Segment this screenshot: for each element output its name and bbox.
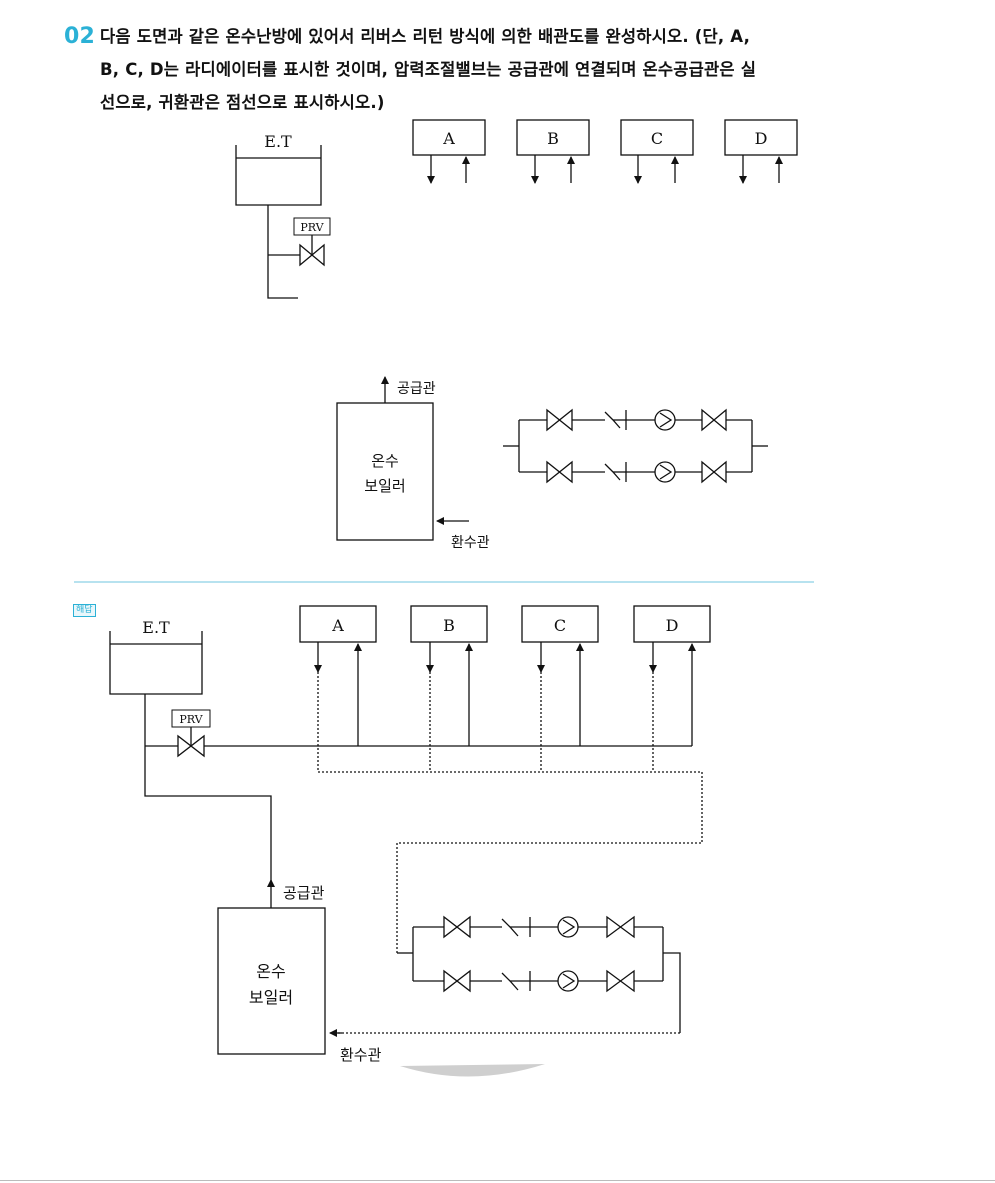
bottom-rule [0, 1180, 995, 1181]
answer-return-piping [317, 672, 703, 1034]
question-radiator-d: D [724, 119, 798, 184]
page-shadow [400, 1064, 545, 1077]
answer-radiator-d: D [633, 605, 711, 746]
answer-supply-riser [144, 694, 272, 882]
svg-text:보일러: 보일러 [249, 988, 293, 1007]
answer-expansion-tank: E.T [109, 618, 203, 695]
answer-prv-label: PRV [179, 713, 203, 726]
svg-text:온수: 온수 [371, 452, 399, 470]
question-line-3: 선으로, 귀환관은 점선으로 표시하시오.) [100, 93, 385, 112]
svg-text:C: C [651, 129, 663, 148]
question-boiler: 온수 보일러 공급관 환수관 [336, 376, 490, 551]
svg-text:B: B [547, 129, 559, 148]
answer-pump-assembly [397, 915, 681, 1033]
answer-prv-valve: PRV [171, 709, 211, 758]
svg-text:온수: 온수 [256, 962, 285, 981]
question-prv-label: PRV [300, 221, 324, 234]
answer-diagram: E.T PRV A B [109, 605, 711, 1064]
answer-et-label: E.T [142, 618, 170, 637]
svg-text:A: A [331, 616, 344, 635]
question-line-1: 다음 도면과 같은 온수난방에 있어서 리버스 리턴 방식에 의한 배관도를 완… [100, 27, 751, 46]
svg-text:B: B [443, 616, 455, 635]
answer-boiler: 온수 보일러 공급관 환수관 [217, 884, 382, 1064]
question-line-2: B, C, D는 라디에이터를 표시한 것이며, 압력조절밸브는 공급관에 연결… [100, 60, 757, 79]
question-pump-assembly [503, 408, 768, 484]
svg-text:A: A [442, 129, 455, 148]
answer-radiator-b: B [410, 605, 488, 746]
question-block: 02 다음 도면과 같은 온수난방에 있어서 리버스 리턴 방식에 의한 배관도… [64, 20, 964, 112]
svg-text:D: D [666, 616, 679, 635]
question-diagram: E.T PRV A B [235, 119, 798, 551]
question-radiator-c: C [620, 119, 694, 184]
answer-radiator-a: A [299, 605, 377, 746]
svg-text:C: C [554, 616, 566, 635]
question-text: 다음 도면과 같은 온수난방에 있어서 리버스 리턴 방식에 의한 배관도를 완… [100, 20, 960, 119]
question-et-label: E.T [264, 132, 292, 151]
question-radiator-a: A [412, 119, 486, 184]
answer-radiator-c: C [521, 605, 599, 746]
question-radiator-b: B [516, 119, 590, 184]
question-expansion-tank: E.T [235, 132, 322, 206]
question-prv-valve: PRV [293, 217, 331, 267]
answer-tag: 해답 [73, 604, 96, 617]
svg-text:D: D [755, 129, 768, 148]
question-return-label: 환수관 [451, 535, 490, 551]
answer-supply-label: 공급관 [283, 884, 325, 902]
svg-text:보일러: 보일러 [364, 477, 405, 495]
question-number: 02 [64, 24, 96, 49]
answer-return-label: 환수관 [340, 1046, 382, 1064]
question-supply-label: 공급관 [397, 381, 436, 397]
